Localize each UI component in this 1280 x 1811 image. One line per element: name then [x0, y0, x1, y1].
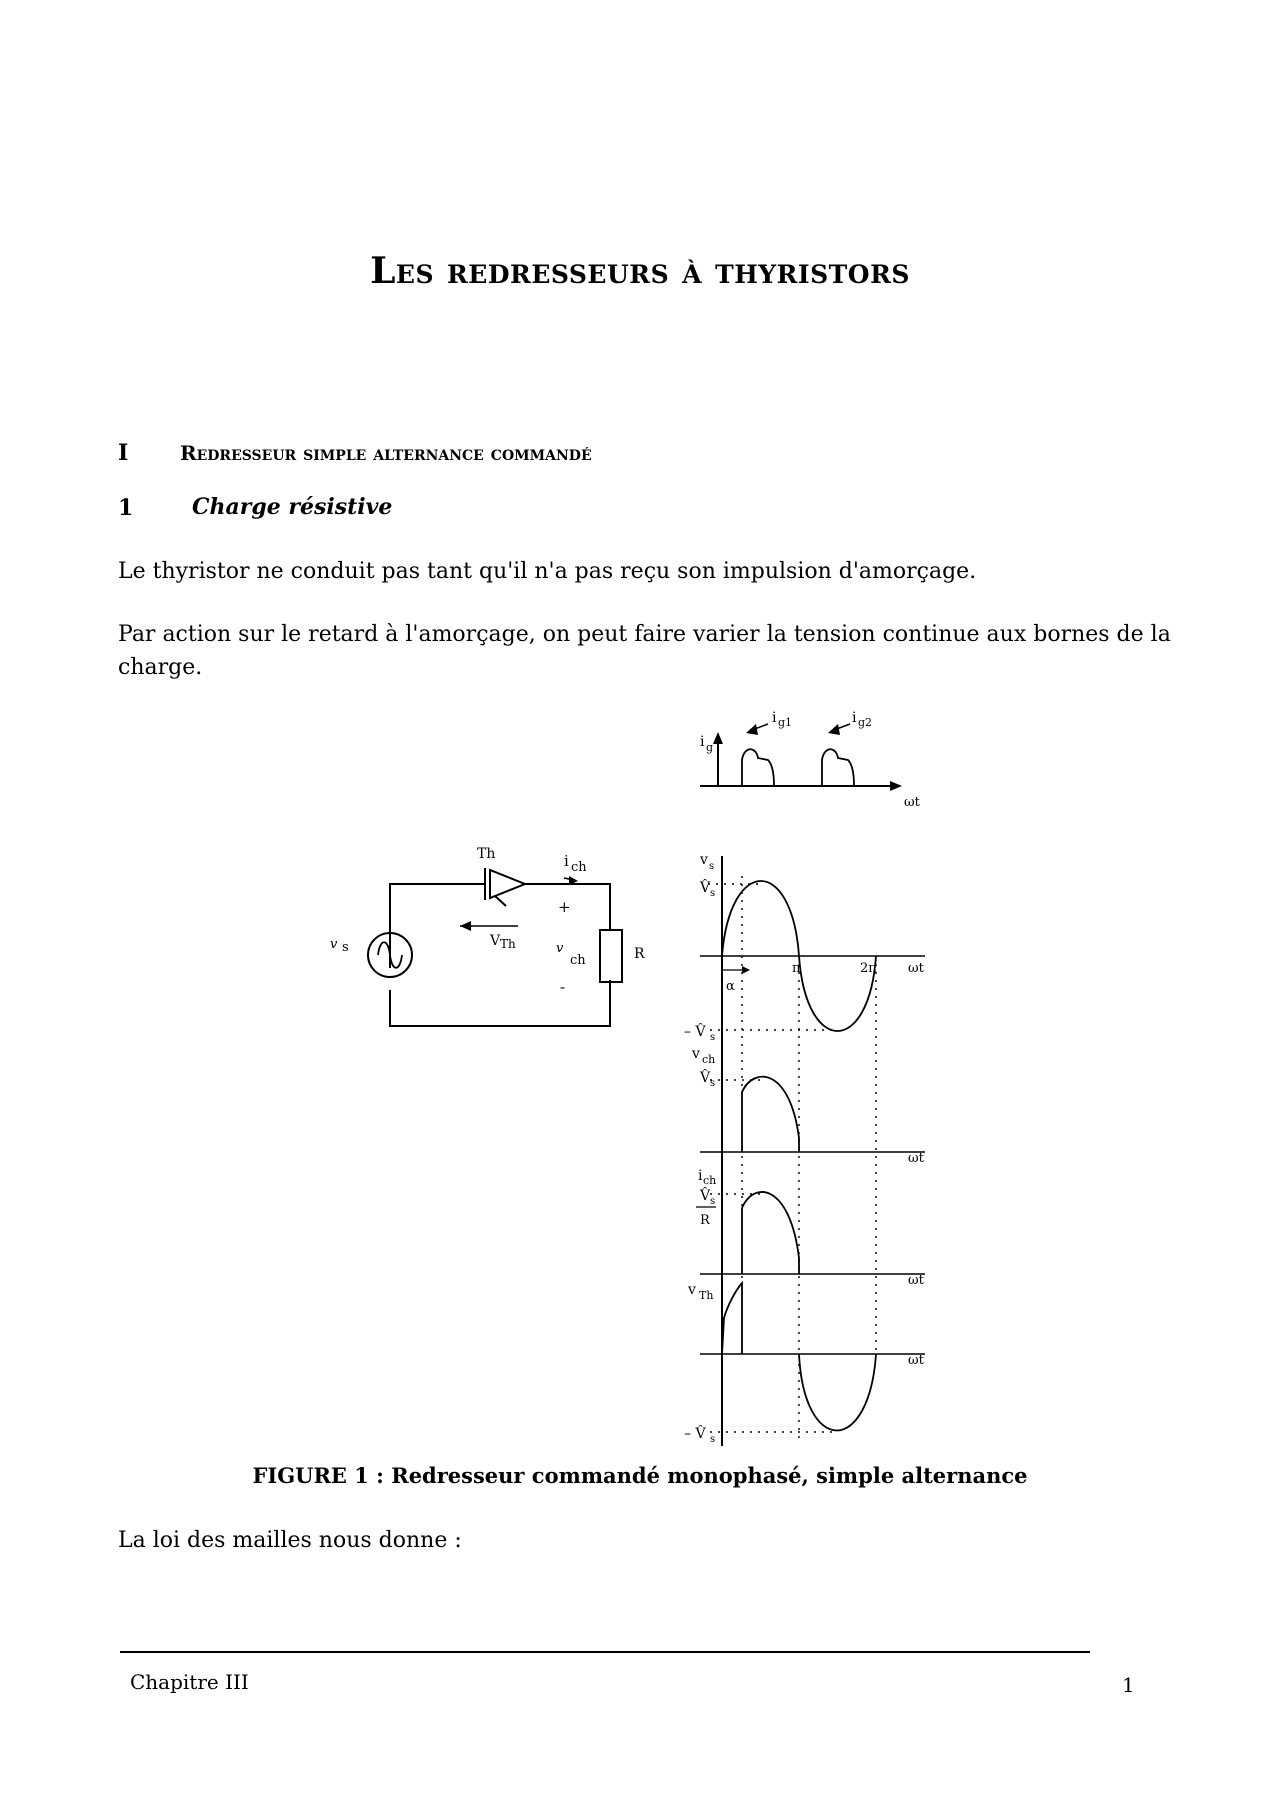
vch-label-sub: ch	[570, 953, 586, 968]
ig-time-arrow-head	[890, 781, 902, 791]
subsection-title: Charge résistive	[192, 494, 393, 520]
source-label: v	[330, 937, 338, 952]
resistor-symbol	[599, 929, 623, 983]
footer-divider	[120, 1651, 1090, 1653]
vth-neg-peak-label: – V̂	[684, 1424, 706, 1442]
vs-label: v	[699, 852, 708, 868]
ich-label-sub: ch	[571, 860, 587, 875]
vs-peak-label-sub: s	[710, 888, 715, 899]
ich-label: i	[564, 852, 569, 870]
vch-peak-label-sub: s	[710, 1078, 715, 1089]
vth-neg-peak-label-sub: s	[710, 1434, 715, 1445]
vth-label: v	[687, 1282, 696, 1298]
ich-arrow-head	[569, 876, 578, 885]
vs-neg-peak-label: – V̂	[684, 1022, 706, 1040]
paragraph-3: La loi des mailles nous donne :	[118, 1528, 462, 1553]
resistor-label: R	[634, 946, 645, 962]
alpha-label: α	[726, 979, 735, 994]
vch-label: v	[691, 1046, 700, 1062]
vs-neg-peak-label-sub: s	[710, 1032, 715, 1043]
ig-label: i	[700, 734, 705, 750]
ig1-arrow-head	[746, 724, 758, 735]
section-number: I	[118, 440, 129, 466]
ich-peak-label: V̂	[699, 1186, 711, 1204]
paragraph-1: Le thyristor ne conduit pas tant qu'il n…	[118, 559, 977, 584]
figure-caption: FIGURE 1 : Redresseur commandé monophasé…	[252, 1463, 1028, 1488]
ig1-label-sub: g1	[778, 716, 792, 729]
vs-label-sub: s	[709, 861, 714, 872]
vch-omega-t-label: ωt	[908, 1151, 925, 1166]
ac-source-sine	[377, 941, 403, 969]
ig-axis-arrow-head	[713, 732, 723, 744]
page-title: Les redresseurs à thyristors	[370, 250, 910, 292]
ich-r-label: R	[700, 1213, 711, 1228]
ig1-label: i	[772, 710, 777, 726]
ig2-arrow-head	[828, 724, 840, 735]
thyristor-gate	[494, 895, 507, 907]
page-number: 1	[1122, 1673, 1135, 1697]
minus-sign: -	[560, 978, 565, 996]
vth-arrow-head	[460, 921, 471, 931]
rectifier-circuit-diagram: Th i ch + - V Th v ch v s R	[330, 846, 645, 1027]
vs-waveform	[721, 880, 877, 1032]
vth-omega-t-label: ωt	[908, 1353, 925, 1368]
vth-waveform	[721, 1280, 877, 1432]
ig-omega-t-label: ωt	[904, 795, 921, 810]
thyristor-label: Th	[477, 846, 495, 862]
vs-omega-t-label: ωt	[908, 961, 925, 976]
ich-omega-t-label: ωt	[908, 1273, 925, 1288]
vch-label-sub: ch	[702, 1053, 715, 1066]
ig2-label: i	[852, 710, 857, 726]
vth-label: V	[489, 933, 501, 949]
source-label-sub: s	[342, 940, 349, 955]
circuit-wire-top-right	[525, 883, 611, 930]
vch-label: v	[556, 941, 564, 956]
ig-label-sub: g	[706, 741, 713, 754]
pi-label: π	[792, 961, 801, 976]
plus-sign: +	[558, 898, 571, 916]
thyristor-symbol	[489, 868, 528, 900]
two-pi-label: 2π	[860, 961, 877, 976]
ich-peak-label-sub: s	[710, 1196, 715, 1207]
circuit-wire-bottom	[389, 980, 611, 1027]
waveform-diagram: i g i g1 i g2 ωt v s V̂ s π 2π ωt α – V̂…	[684, 710, 925, 1446]
footer-chapter: Chapitre III	[130, 1670, 249, 1694]
ig-pulse-2	[821, 748, 855, 787]
ich-waveform	[741, 1191, 800, 1274]
vch-peak-label: V̂	[699, 1068, 711, 1086]
vth-label-sub: Th	[699, 1289, 713, 1302]
subsection-number: 1	[118, 495, 134, 521]
ac-source-circle	[367, 932, 413, 978]
ich-label: i	[698, 1168, 703, 1184]
ich-label-sub: ch	[703, 1174, 716, 1187]
section-title: Redresseur simple alternance commandé	[180, 441, 592, 465]
vs-peak-label: V̂	[699, 878, 711, 896]
ig-pulse-1	[741, 748, 775, 787]
ig2-label-sub: g2	[858, 716, 872, 729]
circuit-wire-top-left	[389, 883, 485, 968]
paragraph-2: Par action sur le retard à l'amorçage, o…	[118, 622, 1171, 680]
alpha-arrow-head	[742, 966, 750, 974]
vch-waveform	[741, 1075, 800, 1152]
vth-label-sub: Th	[500, 937, 516, 951]
